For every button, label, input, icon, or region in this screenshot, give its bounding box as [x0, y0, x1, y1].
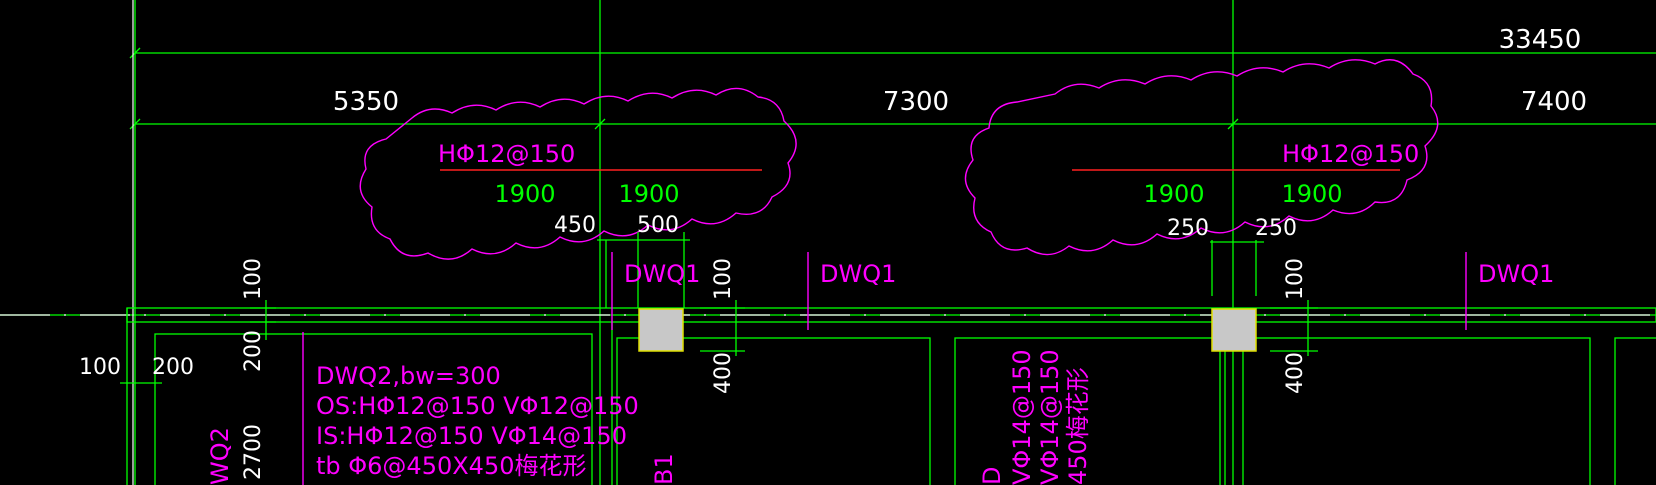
- cloud-2-right-length: 1900: [1281, 180, 1342, 208]
- wall-note-line-4: tb Φ6@450X450梅花形: [316, 452, 587, 480]
- column-1[interactable]: [638, 308, 684, 352]
- cloud-1-rebar-text: HΦ12@150: [438, 140, 575, 168]
- wall-outlines: [126, 307, 1656, 485]
- wall-panel-4: [1242, 337, 1591, 485]
- wall-label-dwq1-3: DWQ1: [1478, 260, 1554, 288]
- dim-250-right: 250: [1255, 216, 1297, 241]
- cloud-2-rebar-text: HΦ12@150: [1282, 140, 1419, 168]
- vertical-note-line-3: 450梅花形: [1064, 367, 1092, 485]
- left-wall-label: WQ2: [206, 427, 234, 485]
- dim-200-horizontal: 200: [152, 355, 194, 380]
- overall-dimension-text: 33450: [1499, 25, 1582, 55]
- wall-panel-3: [954, 337, 1221, 485]
- dim-2700: 2700: [241, 424, 266, 480]
- dim-100-d: 100: [79, 355, 121, 380]
- cloud-1-left-length: 1900: [494, 180, 555, 208]
- wall-note-line-2: OS:HΦ12@150 VΦ12@150: [316, 392, 639, 420]
- revision-cloud-2[interactable]: [964, 59, 1439, 256]
- tick: [1227, 118, 1239, 130]
- wall-panel-1: [154, 333, 593, 485]
- span-dimension-2: 7300: [883, 87, 949, 117]
- wall-panel-2: [616, 337, 931, 485]
- dim-450: 450: [554, 213, 596, 238]
- vertical-note-line-1: VΦ14@150: [1008, 349, 1036, 485]
- dim-400-a: 400: [711, 352, 736, 394]
- tick: [594, 118, 606, 130]
- wall-panel-5: [1614, 337, 1656, 485]
- vertical-note-edge: D: [978, 467, 1006, 485]
- tick: [129, 47, 141, 59]
- dim-200-vertical: 200: [241, 330, 266, 372]
- tick: [129, 118, 141, 130]
- cloud-1-right-length: 1900: [618, 180, 679, 208]
- cloud-2-left-length: 1900: [1143, 180, 1204, 208]
- wall-label-dwq1-1: DWQ1: [624, 260, 700, 288]
- column-2[interactable]: [1211, 308, 1257, 352]
- dim-100-a: 100: [711, 258, 736, 300]
- wall-note-line-1: DWQ2,bw=300: [316, 362, 501, 390]
- dim-500: 500: [637, 213, 679, 238]
- vertical-note-line-2: VΦ14@150: [1036, 349, 1064, 485]
- dim-250-left: 250: [1167, 216, 1209, 241]
- span-dimension-1: 5350: [333, 87, 399, 117]
- span-dimension-3: 7400: [1521, 87, 1587, 117]
- small-dimension-lines: [120, 232, 1318, 384]
- dim-100-c: 100: [241, 258, 266, 300]
- revision-cloud-1[interactable]: [359, 87, 797, 260]
- wall-note-line-3: IS:HΦ12@150 VΦ14@150: [316, 422, 627, 450]
- dim-400-b: 400: [1283, 352, 1308, 394]
- dim-100-b: 100: [1283, 258, 1308, 300]
- b1-label: B1: [650, 453, 678, 485]
- wall-label-dwq1-2: DWQ1: [820, 260, 896, 288]
